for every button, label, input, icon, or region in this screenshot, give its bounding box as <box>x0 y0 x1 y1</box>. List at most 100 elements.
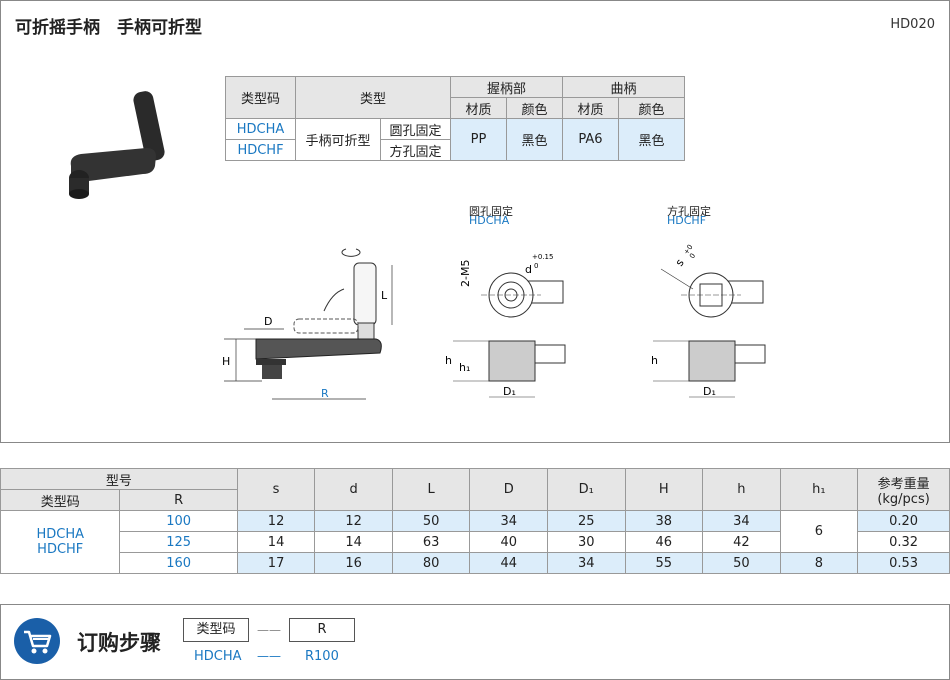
product-photo <box>69 91 165 199</box>
h1-header: h₁ <box>779 468 859 511</box>
grip-color-header: 颜色 <box>506 97 563 119</box>
D1-value: 34 <box>546 552 626 574</box>
type-main: 手柄可折型 <box>295 118 381 161</box>
dim-s-label: s <box>673 256 687 268</box>
dim-d-tol-upper: +0.15 <box>532 253 553 261</box>
crank-header: 曲柄 <box>562 76 685 98</box>
h-header: h <box>702 468 781 511</box>
dim-d-tol-lower: 0 <box>534 262 538 270</box>
L-value: 80 <box>391 552 471 574</box>
type-code-a: HDCHA <box>225 118 296 140</box>
D1-header: D₁ <box>546 468 626 511</box>
cart-icon <box>14 618 60 664</box>
H-value: 38 <box>624 510 704 532</box>
order-separator: —— <box>257 623 281 637</box>
spec-code-f: HDCHF <box>37 542 84 557</box>
order-example-code: HDCHA <box>194 649 242 664</box>
dim-s-tol-lower: 0 <box>688 252 697 260</box>
crank-material: PA6 <box>562 118 619 161</box>
crank-color-header: 颜色 <box>618 97 685 119</box>
grip-color: 黑色 <box>506 118 563 161</box>
grip-material-header: 材质 <box>450 97 507 119</box>
h-value: 50 <box>702 552 781 574</box>
d-value: 16 <box>314 552 393 574</box>
weight-value: 0.32 <box>857 531 950 553</box>
type-code-header: 类型码 <box>0 489 121 511</box>
H-value: 46 <box>624 531 704 553</box>
type-code-f: HDCHF <box>225 139 296 161</box>
D-value: 34 <box>469 510 548 532</box>
h1-value-shared: 6 <box>779 510 859 553</box>
L-value: 50 <box>391 510 471 532</box>
type-code-header: 类型码 <box>225 76 296 119</box>
order-panel: 订购步骤 类型码 —— R HDCHA —— R100 <box>0 604 950 680</box>
H-value: 55 <box>624 552 704 574</box>
type-round: 圆孔固定 <box>379 118 452 140</box>
s-value: 14 <box>236 531 316 553</box>
round-title: 圆孔固定 <box>469 205 513 218</box>
round-hole-drawing: 2-M5 d +0.15 0 h h₁ D₁ <box>445 253 566 398</box>
s-value: 17 <box>236 552 316 574</box>
grip-material: PP <box>450 118 507 161</box>
weight-header: 参考重量(kg/pcs) <box>857 468 950 511</box>
square-title: 方孔固定 <box>667 205 711 218</box>
weight-value: 0.20 <box>857 510 950 532</box>
dim-R-label: R <box>321 387 329 400</box>
d-value: 14 <box>314 531 393 553</box>
D1-value: 30 <box>546 531 626 553</box>
product-panel: 可折摇手柄 手柄可折型 HD020 类型码 类型 握柄部 曲柄 材质 颜色 材质… <box>0 0 950 443</box>
dim-L-label: L <box>381 289 388 302</box>
H-header: H <box>624 468 704 511</box>
s-header: s <box>236 468 316 511</box>
L-value: 63 <box>391 531 471 553</box>
d-value: 12 <box>314 510 393 532</box>
grip-header: 握柄部 <box>450 76 563 98</box>
order-box-R: R <box>289 618 355 642</box>
dim-d-label: d <box>525 263 532 276</box>
type-table: 类型码 类型 握柄部 曲柄 材质 颜色 材质 颜色 HDCHA 手柄可折型 圆孔… <box>225 76 685 161</box>
D1-value: 25 <box>546 510 626 532</box>
order-example-R: R100 <box>305 649 339 664</box>
order-title: 订购步骤 <box>77 631 161 655</box>
h-value: 34 <box>702 510 781 532</box>
square-code: HDCHF <box>667 214 707 227</box>
h-value: 42 <box>702 531 781 553</box>
s-value: 12 <box>236 510 316 532</box>
dim-D-label: D <box>264 315 272 328</box>
weight-value: 0.53 <box>857 552 950 574</box>
D-value: 44 <box>469 552 548 574</box>
product-code: HD020 <box>890 17 935 32</box>
dim-H-label: H <box>222 355 230 368</box>
weight-header-unit: (kg/pcs) <box>877 491 930 507</box>
weight-header-label: 参考重量 <box>877 476 930 492</box>
R-value: 160 <box>119 552 238 574</box>
square-hole-drawing: s +0 0 h D₁ <box>651 243 766 398</box>
type-header: 类型 <box>295 76 451 119</box>
dim-h-label-square: h <box>651 354 658 367</box>
dim-m5-label: 2-M5 <box>459 260 472 287</box>
dim-h-label-round: h <box>445 354 452 367</box>
order-example-separator: —— <box>257 649 281 663</box>
dim-h1-label-round: h₁ <box>459 361 470 374</box>
R-header: R <box>119 489 238 511</box>
h1-value: 8 <box>779 552 859 574</box>
crank-color: 黑色 <box>618 118 685 161</box>
R-value: 125 <box>119 531 238 553</box>
L-header: L <box>391 468 471 511</box>
page-title: 可折摇手柄 手柄可折型 <box>15 18 202 38</box>
side-view-drawing: H D R L <box>222 248 393 400</box>
d-header: d <box>314 468 393 511</box>
order-box-type-code: 类型码 <box>183 618 249 642</box>
model-header: 型号 <box>0 468 238 490</box>
dim-D1-label-round: D₁ <box>503 385 516 398</box>
crank-material-header: 材质 <box>562 97 619 119</box>
round-code: HDCHA <box>469 214 510 227</box>
D-header: D <box>469 468 548 511</box>
R-value: 100 <box>119 510 238 532</box>
spec-code-a: HDCHA <box>36 527 84 542</box>
dim-D1-label-square: D₁ <box>703 385 716 398</box>
D-value: 40 <box>469 531 548 553</box>
type-square: 方孔固定 <box>379 139 452 161</box>
spec-table: 型号 s d L D D₁ H h h₁ 参考重量(kg/pcs) 类型码 R … <box>0 468 950 574</box>
